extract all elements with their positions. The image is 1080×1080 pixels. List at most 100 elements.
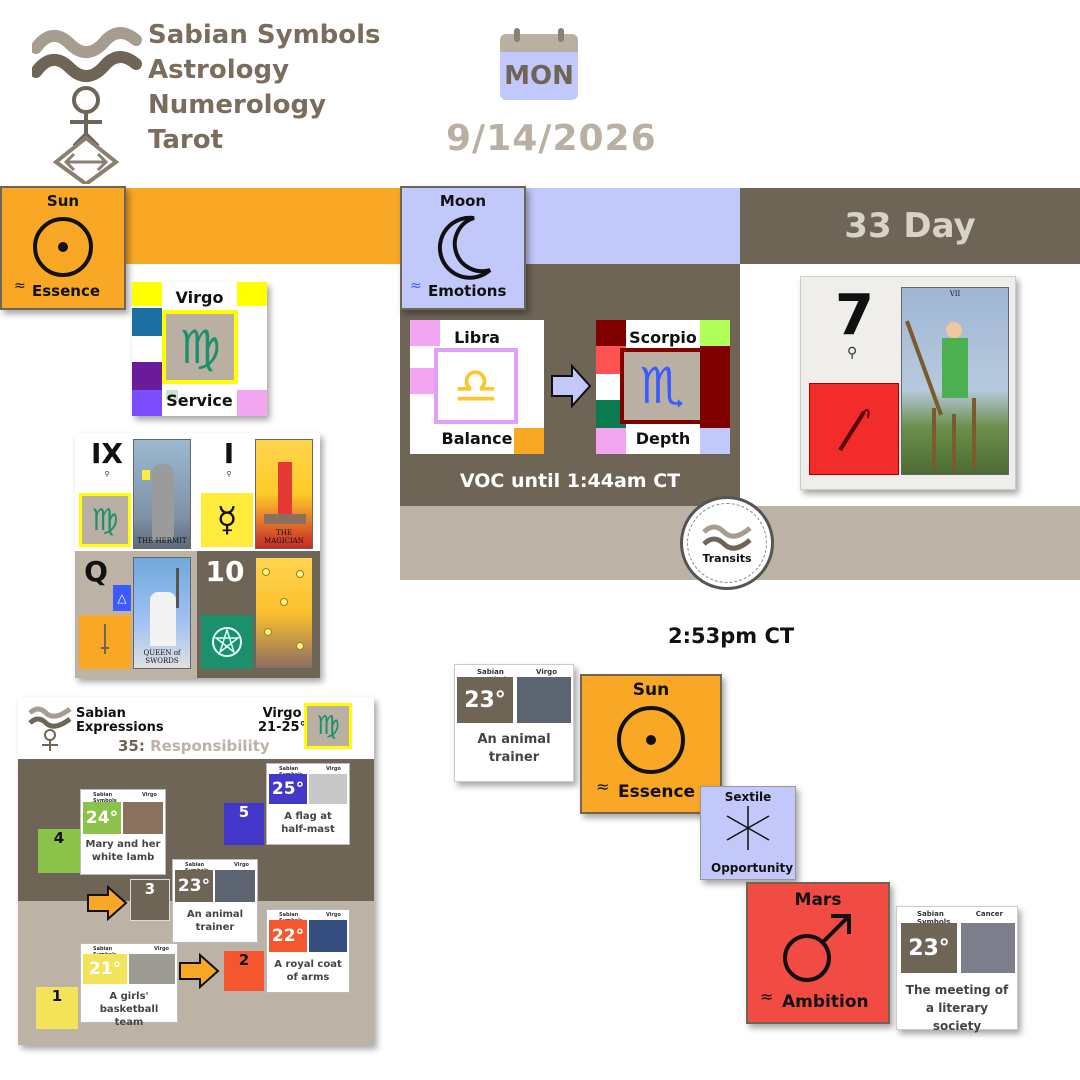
person-icon: ⚲ — [847, 345, 858, 361]
scorpio-glyph-icon: ♏ — [639, 357, 685, 415]
number-chip-1: 1 — [36, 987, 78, 1029]
transit-sabian-card-1[interactable]: Sabian Symbols Virgo 23° An animal train… — [454, 664, 574, 782]
transit-time: 2:53pm CT — [668, 624, 795, 648]
number-chip-3: 3 — [130, 879, 170, 921]
sun-glyph-icon — [617, 706, 685, 774]
wave-icon: ≈ — [14, 278, 26, 294]
virgo-glyph-icon: ♍ — [91, 502, 119, 538]
card-text: A flag at half-mast — [281, 811, 335, 835]
wave-icon: ≈ — [596, 777, 610, 796]
sun-sign-tile[interactable]: Virgo ♍ Service — [132, 282, 267, 416]
scorpio-keyword: Depth — [635, 429, 691, 448]
wave-icon: ≈ — [410, 278, 422, 294]
tarot-card-queen-of-swords[interactable]: QUEEN of SWORDS — [133, 557, 191, 669]
weekday: MON — [504, 61, 574, 91]
tarot-label: 10 — [205, 555, 245, 588]
card-sign: Virgo — [234, 862, 249, 868]
card-text: The meeting of a literary society — [905, 983, 1009, 1033]
virgo-glyph-icon: ♍ — [179, 320, 221, 374]
tarot-label: I — [223, 437, 235, 470]
transit-sun-card[interactable]: Sun Essence ≈ — [580, 674, 722, 814]
aspect-title: Sextile — [724, 790, 772, 804]
expressions-title: Expressions — [76, 720, 164, 735]
arrow-right-icon — [87, 885, 128, 921]
brand-line: Sabian Symbols — [148, 20, 381, 50]
moon-title: Moon — [439, 192, 487, 210]
expressions-range: 21-25° — [258, 720, 307, 735]
card-degree: 25° — [271, 779, 305, 799]
transit-mars-title: Mars — [794, 890, 842, 910]
sun-title: Sun — [46, 192, 80, 210]
moon-to-sign-tile[interactable]: Scorpio ♏ Depth — [596, 320, 730, 454]
air-chip-icon: △ — [113, 585, 131, 611]
date: 9/14/2026 — [446, 118, 657, 159]
expressions-number: 35: — [118, 737, 145, 755]
expressions-title: Sabian — [76, 706, 126, 721]
tarot-card-seven-of-wands[interactable]: VII — [901, 287, 1009, 475]
card-sign: Virgo — [154, 946, 169, 952]
moon-card[interactable]: Moon Emotions ≈ — [400, 186, 526, 310]
tarot-card-ten-of-pentacles[interactable] — [255, 557, 313, 669]
expressions-theme: Responsibility — [150, 737, 270, 755]
libra-name: Libra — [454, 328, 500, 347]
aspect-keyword: Opportunity — [711, 861, 794, 875]
wand-icon — [838, 409, 870, 452]
moon-keyword: Emotions — [428, 282, 507, 300]
card-sign: Virgo — [142, 792, 157, 798]
expression-card-25[interactable]: Sabian Symbols Virgo 25° A flag at half-… — [266, 763, 350, 845]
expression-card-24[interactable]: Sabian Symbols Virgo 24° Mary and her wh… — [80, 789, 166, 875]
voc-text: VOC until 1:44am CT — [459, 470, 681, 492]
aspect-card[interactable]: Sextile Opportunity — [700, 786, 796, 880]
card-degree: 23° — [177, 876, 211, 896]
day-card[interactable]: 7 ⚲ VII — [800, 276, 1016, 490]
transit-mars-card[interactable]: Mars Ambition ≈ — [746, 882, 890, 1024]
tarot-caption: THE MAGICIAN — [264, 529, 304, 545]
card-brand: Sabian Symbols — [93, 792, 117, 804]
day-label: 33 Day — [844, 206, 976, 246]
transit-sabian-card-2[interactable]: Sabian Symbols Cancer 23° The meeting of… — [896, 906, 1018, 1033]
card-sign: Cancer — [975, 910, 1003, 918]
tarot-card-magician[interactable]: THE MAGICIAN — [255, 439, 313, 549]
brand-line: Astrology — [148, 55, 290, 85]
sun-card[interactable]: Sun Essence ≈ — [0, 186, 126, 310]
card-sign: Virgo — [326, 912, 341, 918]
chip-number: 1 — [51, 987, 63, 1005]
card-text: A girls' basketball team — [99, 991, 159, 1028]
card-degree: 21° — [88, 959, 122, 979]
sun-keyword: Essence — [32, 282, 101, 300]
tarot-label: Q — [84, 555, 108, 588]
card-numeral: VII — [949, 290, 961, 298]
day-band: 33 Day — [740, 188, 1080, 264]
transits-badge[interactable]: Transits — [680, 496, 774, 590]
day-number: 7 — [835, 283, 874, 348]
person-icon: ⚲ — [226, 470, 232, 478]
card-text: An animal trainer — [477, 732, 551, 765]
libra-glyph-icon: ♎ — [453, 357, 499, 415]
brand-lines: Sabian Symbols Astrology Numerology Taro… — [148, 18, 381, 158]
arrow-right-icon — [179, 953, 220, 989]
tarot-label: IX — [90, 437, 123, 470]
expression-card-23[interactable]: Sabian Symbols Virgo 23° An animal train… — [172, 859, 258, 943]
mars-glyph-icon — [783, 914, 851, 982]
sextile-icon — [726, 806, 770, 850]
number-chip-5: 5 — [224, 803, 264, 845]
arrow-right-icon — [551, 364, 592, 408]
number-chip-4: 4 — [38, 829, 80, 873]
sword-icon — [101, 624, 109, 654]
mercury-glyph-icon: ☿ — [216, 500, 238, 540]
sun-glyph-icon — [33, 217, 93, 277]
card-degree: 23° — [464, 687, 506, 713]
expression-card-21[interactable]: Sabian Symbols Virgo 21° A girls' basket… — [80, 943, 178, 1028]
card-degree: 23° — [908, 935, 950, 961]
mercury-chip: ☿ — [201, 493, 253, 547]
moon-from-sign-tile[interactable]: Libra ♎ Balance — [410, 320, 544, 454]
brand-logo — [30, 22, 142, 187]
card-sign: Virgo — [326, 766, 341, 772]
brand-line: Numerology — [148, 90, 327, 120]
expression-card-22[interactable]: Sabian Symbols Virgo 22° A royal coat of… — [266, 909, 350, 993]
sun-sign-keyword: Service — [166, 391, 233, 410]
tarot-card-hermit[interactable]: THE HERMIT — [133, 439, 191, 549]
brand-line: Tarot — [148, 125, 224, 155]
transit-sun-title: Sun — [632, 680, 670, 700]
chip-number: 4 — [53, 829, 65, 847]
